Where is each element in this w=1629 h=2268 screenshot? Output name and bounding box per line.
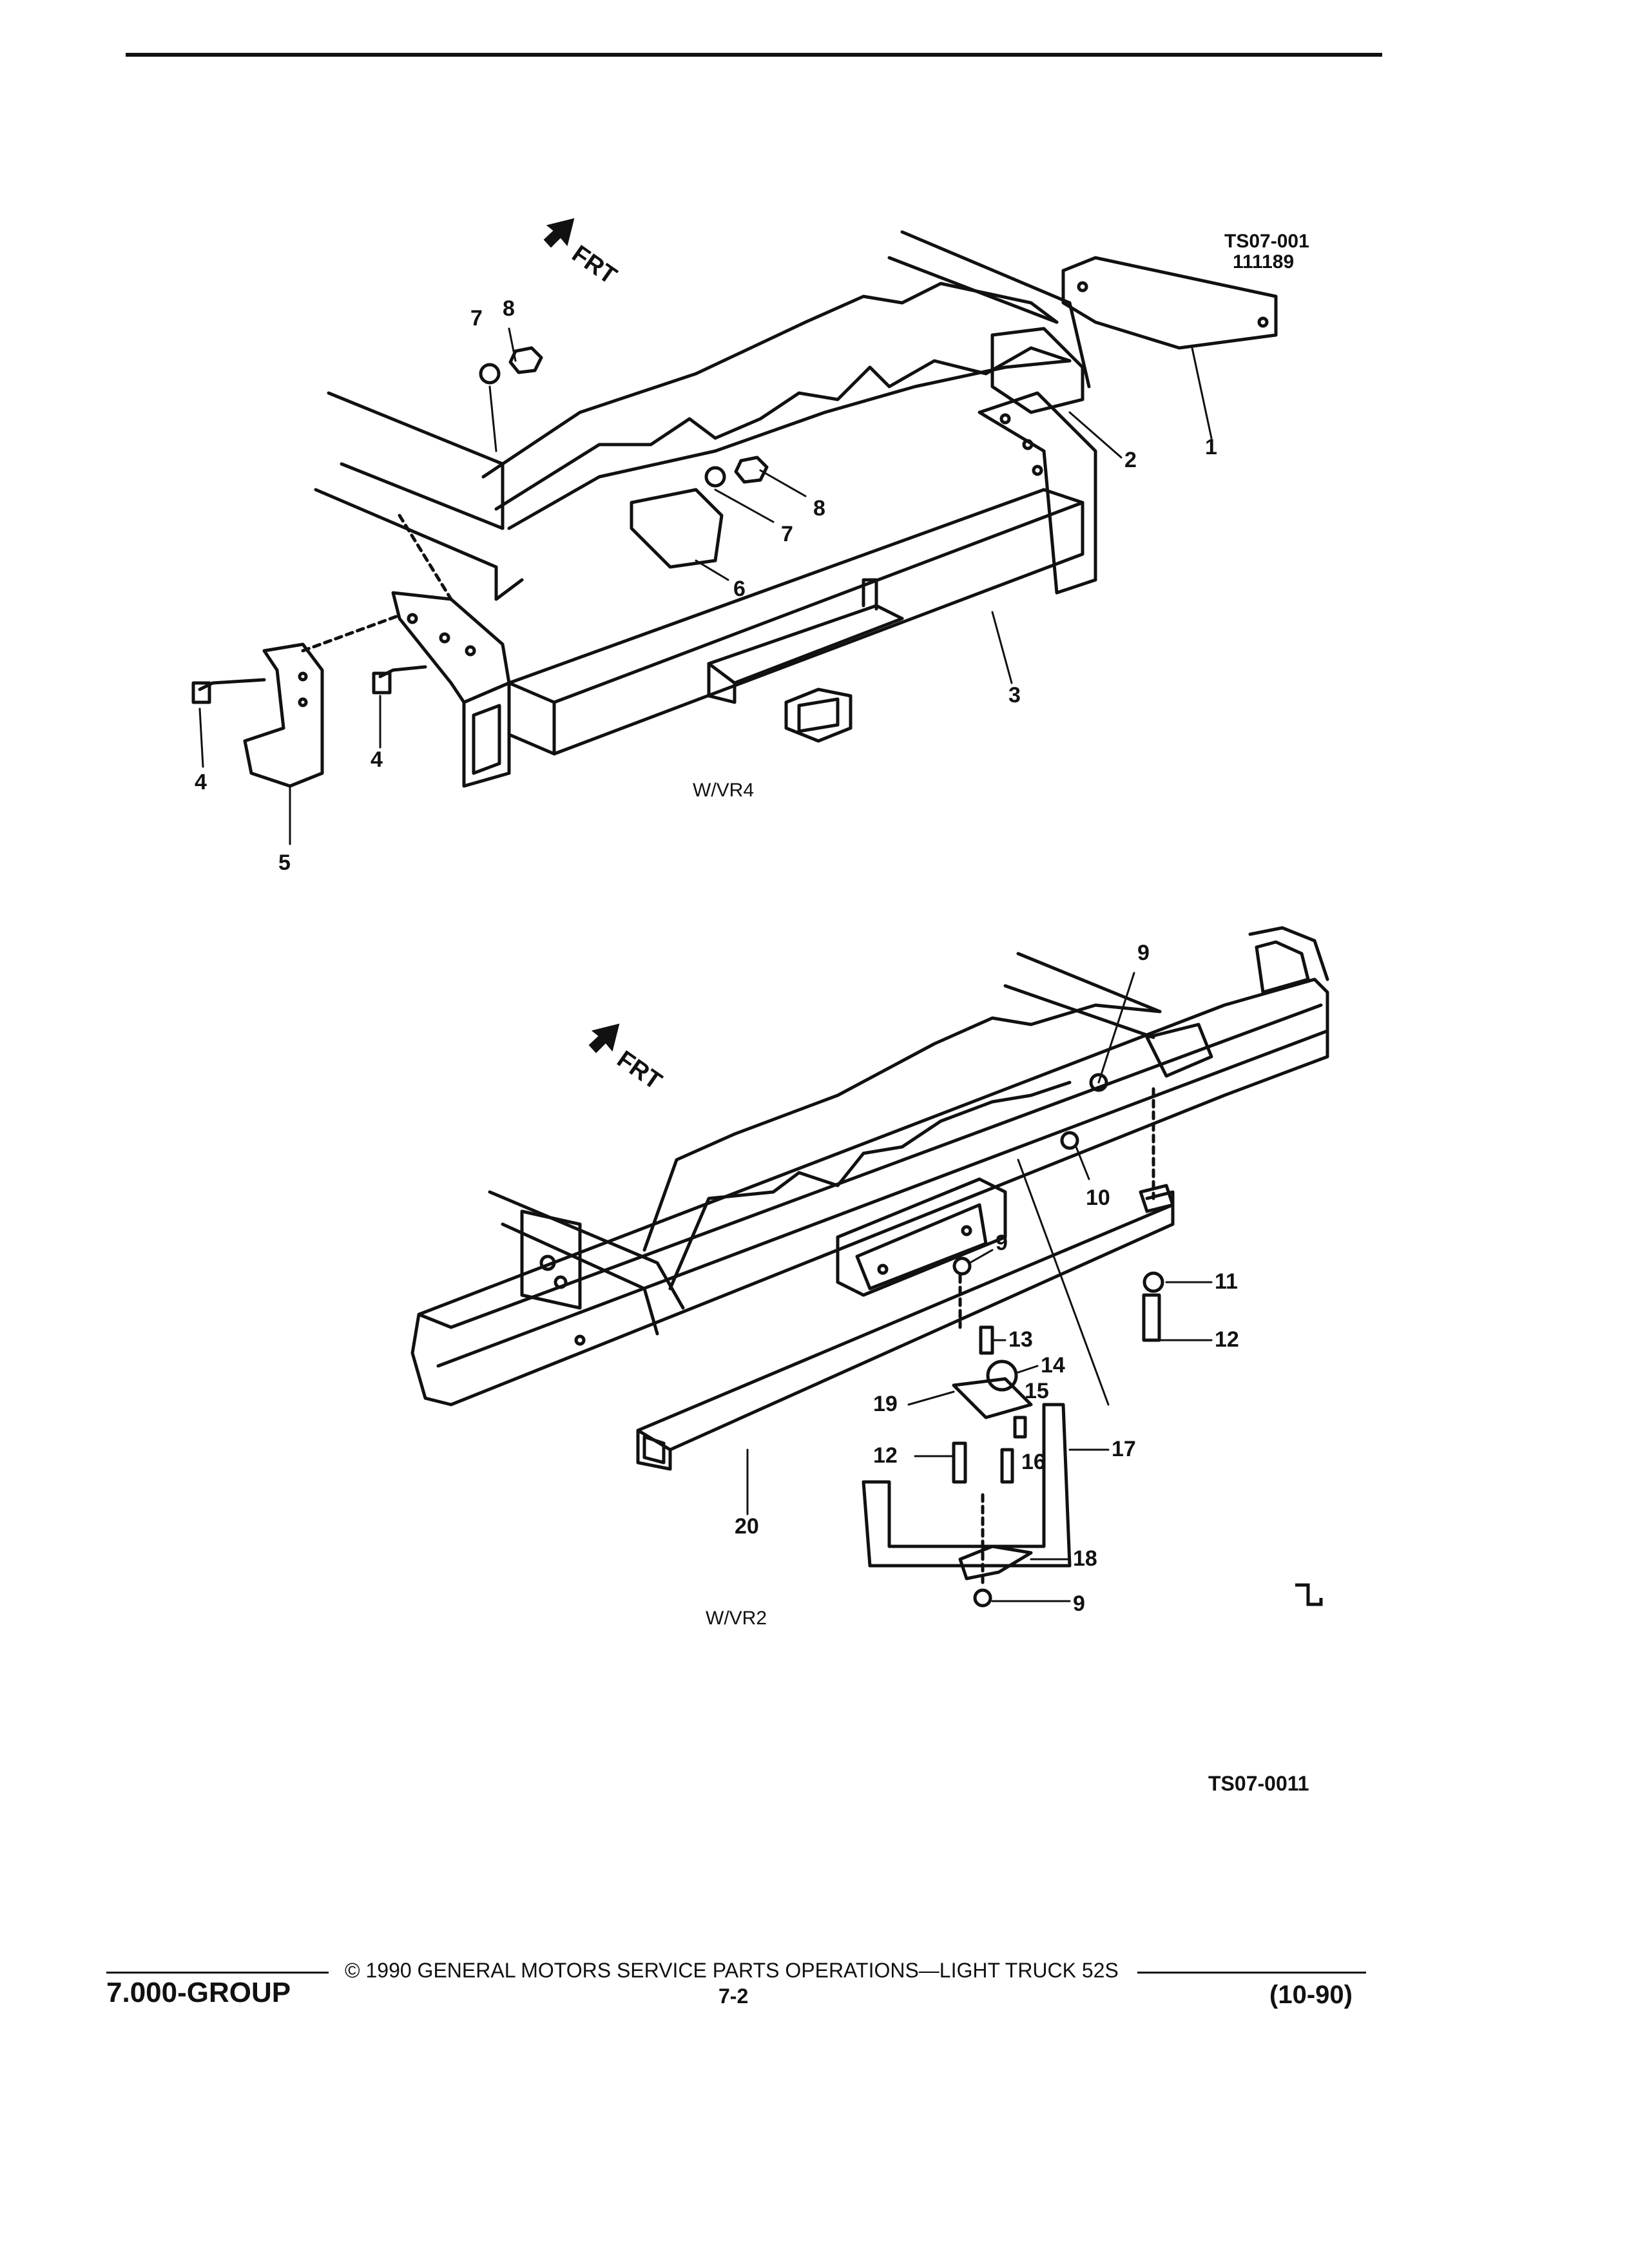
top-callouts: 1 2 3 4 4 5 6 7 7 8 8 — [195, 296, 1217, 875]
callout-11: 11 — [1215, 1269, 1238, 1294]
callout-9c: 9 — [1073, 1591, 1085, 1616]
callout-19: 19 — [873, 1392, 898, 1416]
callout-13: 13 — [1008, 1327, 1033, 1352]
bottom-bumper — [410, 926, 1329, 1407]
drawing-symbol — [1295, 1583, 1323, 1606]
callout-9b: 9 — [996, 1231, 1008, 1255]
footer-page: 7-2 — [718, 1984, 749, 2008]
callout-17: 17 — [1112, 1437, 1136, 1461]
top-frame-rails — [314, 230, 1091, 601]
callout-7b: 7 — [781, 522, 793, 546]
callout-8a: 8 — [503, 296, 515, 321]
front-arrow-top: FRT — [543, 218, 622, 290]
figure-top-variant: W/VR4 — [693, 780, 755, 801]
callout-5: 5 — [278, 850, 291, 875]
figure-top-subcode: 111189 — [1233, 251, 1295, 273]
callout-20: 20 — [735, 1514, 759, 1539]
bottom-hitch-parts — [636, 1087, 1175, 1608]
callout-2: 2 — [1124, 448, 1137, 472]
front-label-bottom: FRT — [612, 1046, 667, 1095]
footer-copyright: © 1990 GENERAL MOTORS SERVICE PARTS OPER… — [345, 1959, 1119, 1982]
figure-top-code: TS07-001 — [1224, 231, 1309, 252]
callout-4a: 4 — [195, 770, 207, 794]
bottom-leader-lines — [746, 972, 1213, 1602]
callout-8b: 8 — [813, 496, 825, 521]
hitch-receiver-bar — [391, 391, 1097, 788]
callout-7a: 7 — [470, 306, 483, 331]
footer-date: (10-90) — [1269, 1981, 1353, 2009]
footer-group: 7.000-GROUP — [106, 1977, 291, 2008]
callout-9a: 9 — [1137, 941, 1150, 965]
figure-bottom-variant: W/VR2 — [706, 1608, 767, 1629]
callout-10: 10 — [1086, 1186, 1110, 1210]
callout-3: 3 — [1008, 683, 1021, 707]
front-arrow-bottom: FRT — [588, 1023, 667, 1095]
callout-15: 15 — [1025, 1379, 1049, 1403]
callout-18: 18 — [1073, 1546, 1097, 1571]
top-rule — [126, 53, 1382, 57]
callout-12b: 12 — [873, 1443, 898, 1468]
callout-4b: 4 — [371, 747, 383, 772]
footer-rule-left — [106, 1972, 329, 1974]
figure-bottom-code: TS07-0011 — [1208, 1772, 1309, 1795]
callout-6: 6 — [733, 577, 746, 601]
top-leader-lines — [198, 327, 1213, 845]
footer-rule-right — [1137, 1972, 1366, 1974]
callout-12a: 12 — [1215, 1327, 1239, 1352]
top-brackets — [191, 256, 1278, 788]
callout-1: 1 — [1205, 435, 1217, 459]
bottom-callouts: 9 9 9 10 11 12 12 13 14 15 16 17 18 19 2… — [735, 941, 1239, 1616]
front-label-top: FRT — [567, 240, 622, 290]
callout-14: 14 — [1041, 1353, 1065, 1378]
callout-16: 16 — [1021, 1450, 1046, 1474]
